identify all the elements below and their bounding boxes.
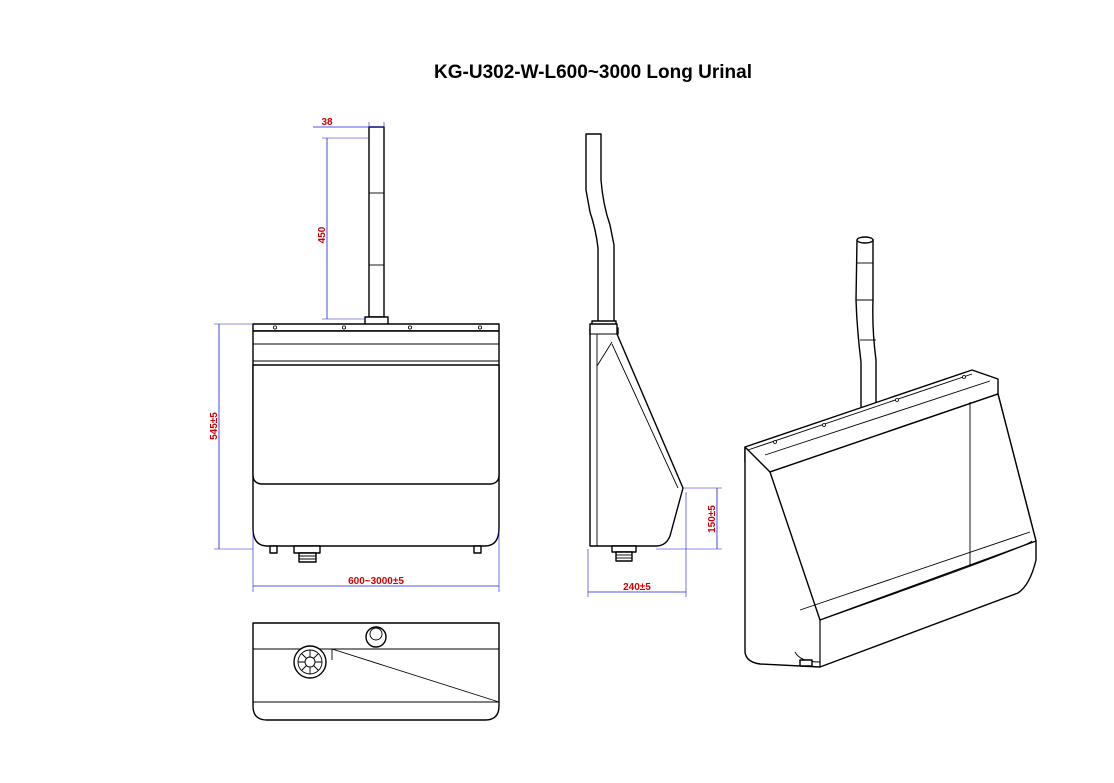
front-top-flange (252, 323, 500, 332)
iso-pipe (855, 239, 877, 411)
dim-pipe-height: 450 (317, 226, 328, 243)
iso-trough (769, 393, 1037, 621)
dim-unit-length: 600~3000±5 (348, 576, 404, 587)
drawing-title: KG-U302-W-L600~3000 Long Urinal (434, 62, 752, 83)
top-pipe (365, 626, 387, 648)
side-drain (611, 545, 637, 553)
side-view: 150±5 240±5 (585, 133, 722, 597)
dim-unit-height: 545±5 (209, 412, 220, 440)
side-body (589, 323, 684, 547)
isometric-view (744, 236, 1037, 668)
dim-depth: 240±5 (623, 582, 651, 593)
dim-pipe-diameter: 38 (321, 117, 333, 128)
front-pipe (368, 126, 385, 318)
front-view: 38 450 545±5 600~3000±5 (209, 117, 500, 592)
front-panel (252, 364, 500, 485)
top-view (252, 622, 500, 721)
top-drain-grate (293, 645, 327, 679)
side-pipe (585, 133, 615, 323)
dim-front-height: 150±5 (707, 505, 718, 533)
front-drain (293, 545, 321, 554)
